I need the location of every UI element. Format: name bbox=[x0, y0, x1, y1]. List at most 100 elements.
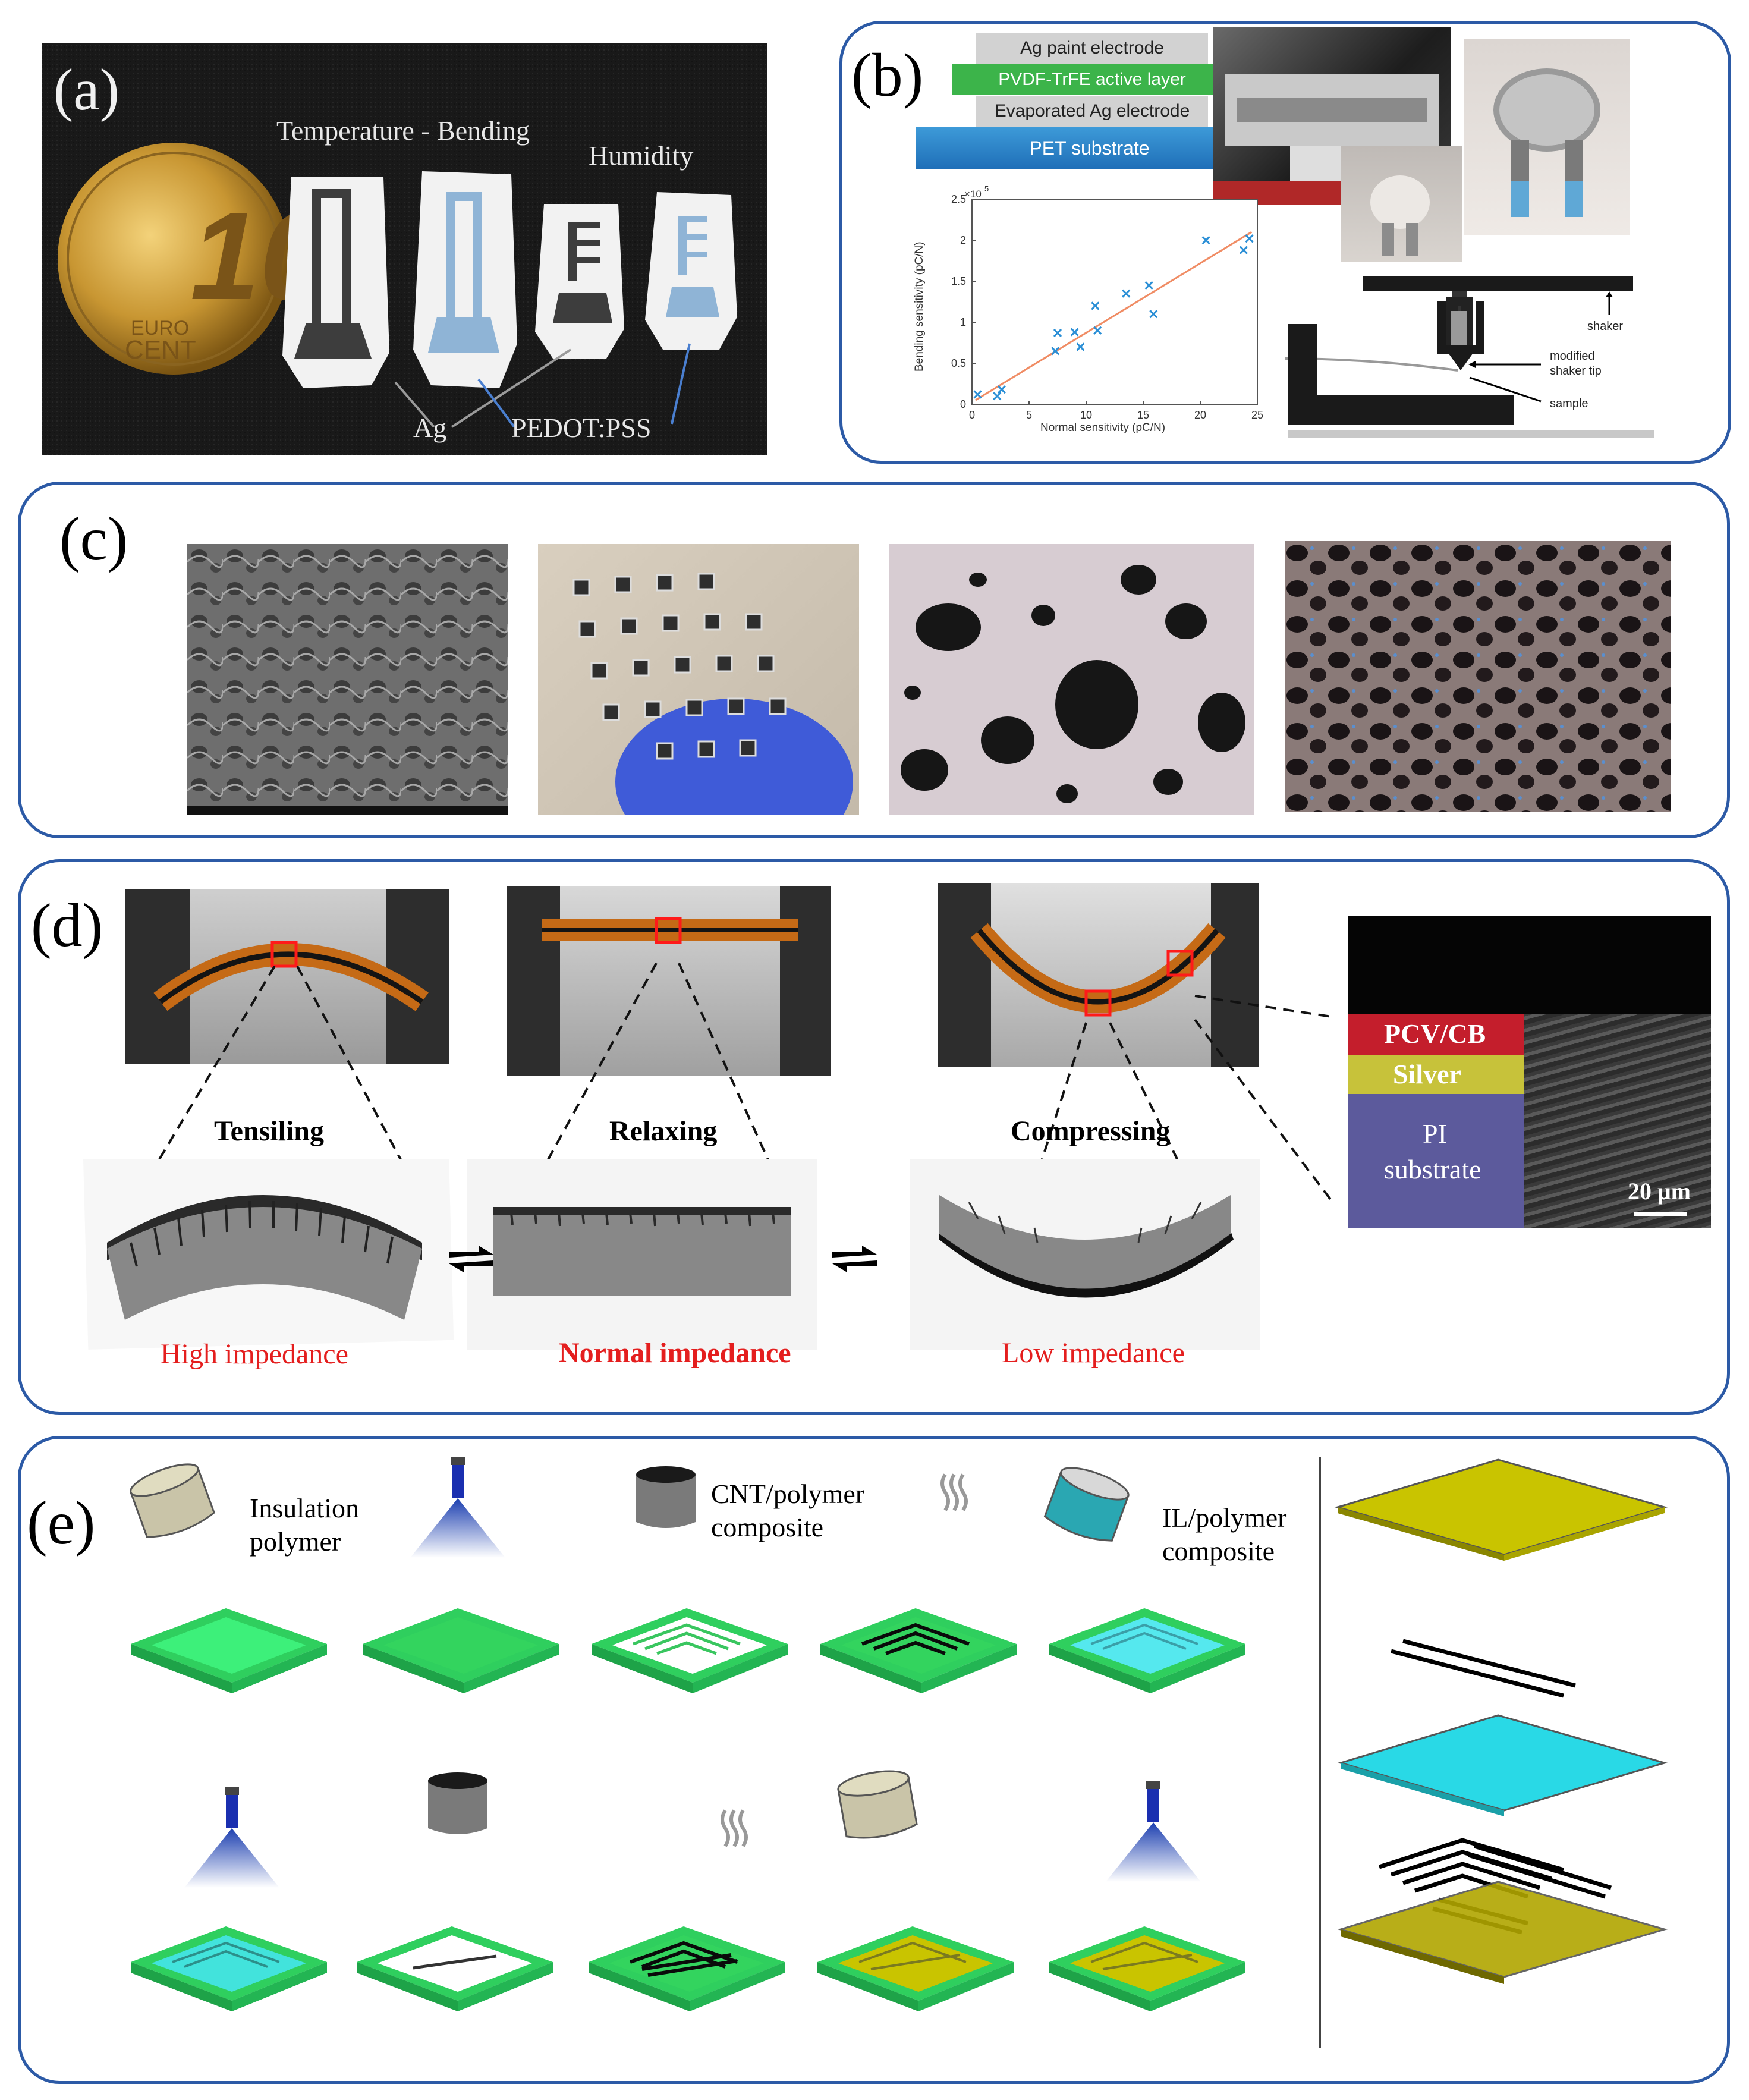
data-point bbox=[1076, 342, 1085, 351]
chart-y-exponent: 5 bbox=[984, 184, 989, 193]
label-relaxing: Relaxing bbox=[609, 1115, 718, 1147]
stack-ag-paint: Ag paint electrode bbox=[976, 33, 1208, 64]
label-insulation-1: Insulation bbox=[250, 1493, 359, 1523]
cracks-compressed bbox=[939, 1231, 1234, 1298]
pointer-line-pedot-2 bbox=[671, 343, 691, 425]
label-high-impedance: High impedance bbox=[161, 1338, 348, 1370]
photo-sem bbox=[187, 544, 508, 815]
cup-cnt-icon bbox=[636, 1466, 696, 1528]
layer-silver bbox=[1348, 1055, 1524, 1094]
data-point bbox=[1122, 289, 1131, 298]
y-tick-label: 2 bbox=[960, 234, 966, 246]
pointer-line-ag-1 bbox=[394, 381, 435, 428]
coin: 10 EURO CENT bbox=[58, 143, 329, 375]
spray-icon-3 bbox=[1106, 1781, 1201, 1882]
photo-composite-microscope-2 bbox=[1285, 541, 1671, 812]
exploded-cnt-lines bbox=[1391, 1639, 1576, 1698]
panel-a-title-humidity: Humidity bbox=[589, 140, 694, 171]
shaker-plate bbox=[1363, 276, 1633, 291]
heat-icon-1 bbox=[940, 1473, 968, 1511]
stack-evaporated: Evaporated Ag electrode bbox=[976, 96, 1208, 127]
step-frame-3 bbox=[592, 1608, 788, 1693]
label-insulation-2: polymer bbox=[250, 1526, 341, 1557]
pointer-line-ag-2 bbox=[451, 348, 572, 428]
exploded-layer-top-olive bbox=[1334, 1458, 1668, 1561]
label-compressing: Compressing bbox=[1011, 1115, 1171, 1147]
data-point bbox=[1149, 310, 1158, 319]
step-frame-9 bbox=[817, 1926, 1014, 2011]
photo-relax bbox=[507, 886, 831, 1076]
stack-pet: PET substrate bbox=[916, 127, 1263, 169]
label-pi: PI bbox=[1423, 1118, 1447, 1149]
data-point bbox=[1091, 301, 1100, 310]
label-il-2: composite bbox=[1162, 1536, 1275, 1566]
step-frame-10 bbox=[1049, 1926, 1245, 2011]
cracks-relaxed bbox=[493, 1207, 791, 1296]
label-shaker: shaker bbox=[1587, 320, 1623, 333]
data-point bbox=[1053, 328, 1062, 338]
pointer-line-pedot-1 bbox=[477, 378, 515, 428]
data-point bbox=[1070, 328, 1079, 337]
cracks-tension bbox=[107, 1195, 422, 1260]
label-pcv: PCV/CB bbox=[1384, 1018, 1486, 1049]
sem-cross-section: PCV/CB Silver PI substrate 20 μm bbox=[1348, 916, 1711, 1228]
coin-text-euro: EURO bbox=[131, 317, 189, 339]
stack-pvdf: PVDF-TrFE active layer bbox=[952, 64, 1232, 95]
electrode-grid bbox=[572, 573, 787, 760]
exploded-layer-cyan bbox=[1337, 1714, 1668, 1816]
y-tick-label: 0.5 bbox=[951, 357, 966, 369]
photo-sensor-device bbox=[1464, 39, 1630, 235]
label-normal-impedance: Normal impedance bbox=[559, 1337, 791, 1369]
strain-schematics bbox=[83, 1159, 1260, 1350]
heat-icon-2 bbox=[721, 1809, 748, 1847]
chart-y-axis-label: Bending sensitivity (pC/N) bbox=[913, 241, 926, 372]
layer-pi bbox=[1348, 1094, 1524, 1228]
step-frame-6 bbox=[131, 1926, 327, 2011]
label-cnt-1: CNT/polymer bbox=[711, 1479, 865, 1509]
data-point bbox=[1144, 281, 1153, 290]
photo-sensor-hand bbox=[1341, 146, 1462, 262]
photo-composite-microscope-1 bbox=[889, 544, 1254, 815]
data-point bbox=[993, 392, 1002, 401]
y-tick-label: 1 bbox=[960, 316, 966, 328]
y-tick-label: 1.5 bbox=[951, 275, 966, 287]
scale-bar-label: 20 μm bbox=[1628, 1178, 1691, 1205]
data-point bbox=[1239, 246, 1248, 254]
scale-bar bbox=[1634, 1212, 1687, 1216]
cup-il-icon bbox=[1043, 1467, 1130, 1542]
data-point bbox=[973, 390, 982, 399]
spray-icon-1 bbox=[410, 1457, 505, 1558]
panel-a-graphic: 10 EURO CENT bbox=[42, 43, 767, 455]
x-tick-label: 15 bbox=[1137, 409, 1149, 421]
step-frame-1 bbox=[131, 1608, 327, 1693]
step-frame-4 bbox=[820, 1608, 1017, 1693]
label-il-1: IL/polymer bbox=[1162, 1502, 1287, 1533]
label-sample: sample bbox=[1550, 397, 1588, 410]
label-pi-substrate: substrate bbox=[1384, 1154, 1481, 1184]
sensor-ag-temp bbox=[282, 177, 389, 388]
data-point bbox=[1093, 326, 1102, 335]
panel-c-label: (c) bbox=[59, 505, 128, 573]
cup-insulation-icon-2 bbox=[837, 1770, 918, 1839]
coin-text-cent: CENT bbox=[125, 335, 196, 364]
panel-d-label: (d) bbox=[31, 891, 103, 960]
label-silver: Silver bbox=[1393, 1059, 1461, 1089]
x-tick-label: 0 bbox=[969, 409, 975, 421]
photo-flexible-array bbox=[538, 544, 859, 815]
step-frame-2 bbox=[363, 1608, 559, 1693]
x-tick-label: 10 bbox=[1080, 409, 1092, 421]
data-point bbox=[1245, 234, 1254, 243]
layer-pcv bbox=[1348, 1014, 1524, 1055]
x-tick-label: 25 bbox=[1251, 409, 1263, 421]
fit-line bbox=[974, 231, 1253, 401]
panel-a-label-pedot: PEDOT:PSS bbox=[511, 413, 652, 443]
data-point bbox=[997, 385, 1006, 394]
label-low-impedance: Low impedance bbox=[1002, 1337, 1185, 1369]
label-cnt-2: composite bbox=[711, 1512, 824, 1542]
sensor-pedot-temp bbox=[413, 171, 517, 388]
step-frame-5 bbox=[1049, 1608, 1245, 1693]
data-point bbox=[1201, 235, 1210, 245]
zoom-lines bbox=[147, 963, 1333, 1202]
step-frame-8 bbox=[589, 1926, 785, 2011]
